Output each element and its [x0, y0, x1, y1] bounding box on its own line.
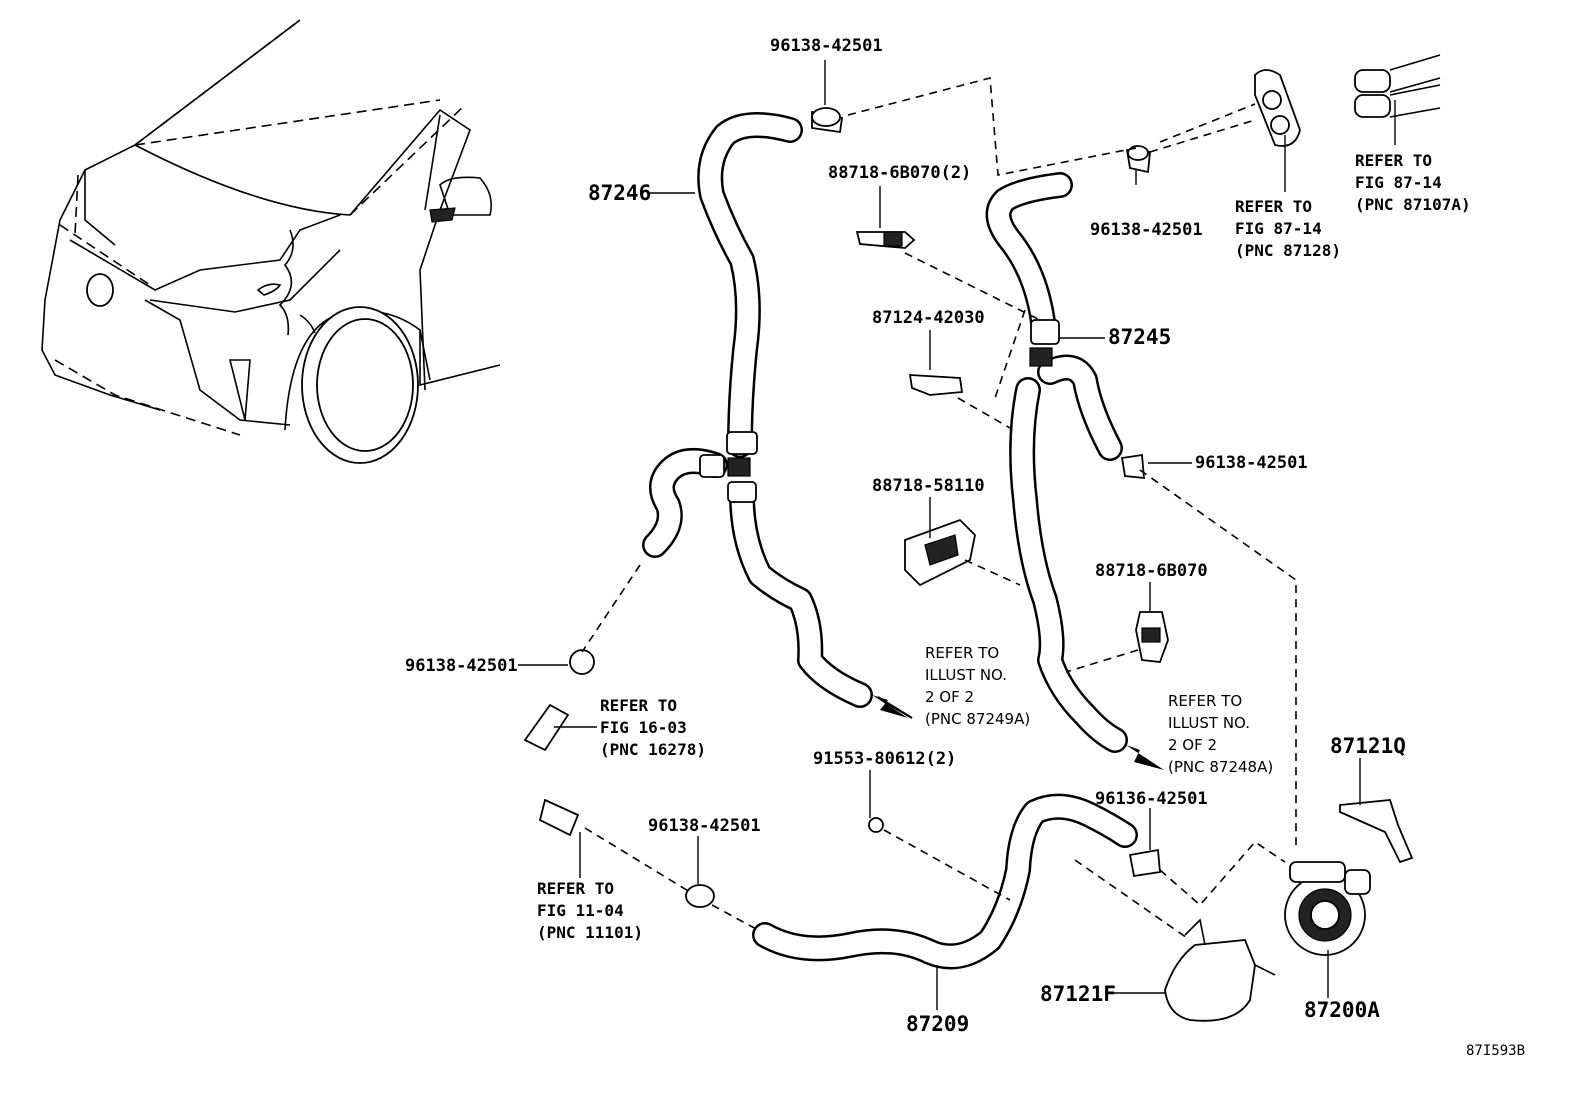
ref-line: REFER TO — [537, 879, 615, 898]
ref-fig-11-04: REFER TO FIG 11-04 (PNC 11101) — [537, 878, 643, 944]
label-91553-80612: 91553-80612(2) — [813, 749, 957, 769]
ref-line: 2 OF 2 — [1168, 736, 1218, 754]
label-96136-42501: 96136-42501 — [1095, 789, 1208, 809]
ref-line: FIG 16-03 — [600, 718, 687, 737]
label-87209: 87209 — [906, 1012, 970, 1036]
clip-shapes — [523, 54, 1441, 1022]
label-clip-top: 96138-42501 — [770, 36, 883, 56]
ref-fig-87-14-pnc-87128: REFER TO FIG 87-14 (PNC 87128) — [1235, 196, 1341, 262]
hose-87245 — [985, 172, 1128, 753]
label-87121f: 87121F — [1040, 982, 1116, 1006]
ref-line: (PNC 16278) — [600, 740, 706, 759]
ref-line: FIG 11-04 — [537, 901, 624, 920]
ref-line: (PNC 87249A) — [925, 710, 1031, 728]
ref-line: (PNC 87248A) — [1168, 758, 1274, 776]
label-87200a: 87200A — [1304, 998, 1380, 1022]
hose-87246 — [642, 112, 873, 708]
ref-line: REFER TO — [1168, 692, 1243, 710]
ref-line: 2 OF 2 — [925, 688, 975, 706]
label-clip-mid-upper: 96138-42501 — [1090, 220, 1203, 240]
ref-illust-87249a: REFER TO ILLUST NO. 2 OF 2 (PNC 87249A) — [925, 642, 1030, 730]
label-87246: 87246 — [588, 181, 652, 205]
ref-line: (PNC 87128) — [1235, 241, 1341, 260]
label-87245: 87245 — [1108, 325, 1172, 349]
ref-line: FIG 87-14 — [1355, 173, 1442, 192]
ref-fig-16-03: REFER TO FIG 16-03 (PNC 16278) — [600, 695, 706, 761]
label-87124-42030: 87124-42030 — [872, 308, 985, 328]
ref-line: REFER TO — [1355, 151, 1433, 170]
ref-line: REFER TO — [925, 644, 1000, 662]
diagram-code: 87I593B — [1466, 1043, 1526, 1059]
ref-line: ILLUST NO. — [1168, 714, 1251, 732]
vehicle-front-illustration — [41, 19, 501, 464]
label-clip-right: 96138-42501 — [1195, 453, 1308, 473]
label-87121q: 87121Q — [1330, 734, 1406, 758]
ref-illust-87248a: REFER TO ILLUST NO. 2 OF 2 (PNC 87248A) — [1168, 690, 1273, 778]
leader-lines — [518, 60, 1396, 1010]
ref-line: (PNC 11101) — [537, 923, 643, 942]
dashed-leaders — [581, 76, 1297, 941]
label-clip-bottom: 96138-42501 — [648, 816, 761, 836]
label-88718-58110: 88718-58110 — [872, 476, 985, 496]
ref-line: REFER TO — [1235, 197, 1313, 216]
label-88718-6b070: 88718-6B070 — [1095, 561, 1208, 581]
ref-fig-87-14-pnc-87107a: REFER TO FIG 87-14 (PNC 87107A) — [1355, 150, 1471, 216]
ref-line: (PNC 87107A) — [1355, 195, 1471, 214]
label-88718-6b070-2: 88718-6B070(2) — [828, 163, 972, 183]
ref-line: FIG 87-14 — [1235, 219, 1322, 238]
hose-87209 — [752, 793, 1138, 970]
ref-line: REFER TO — [600, 696, 678, 715]
ref-line: ILLUST NO. — [925, 666, 1008, 684]
reference-arrows — [872, 695, 1164, 770]
label-clip-left: 96138-42501 — [405, 656, 518, 676]
